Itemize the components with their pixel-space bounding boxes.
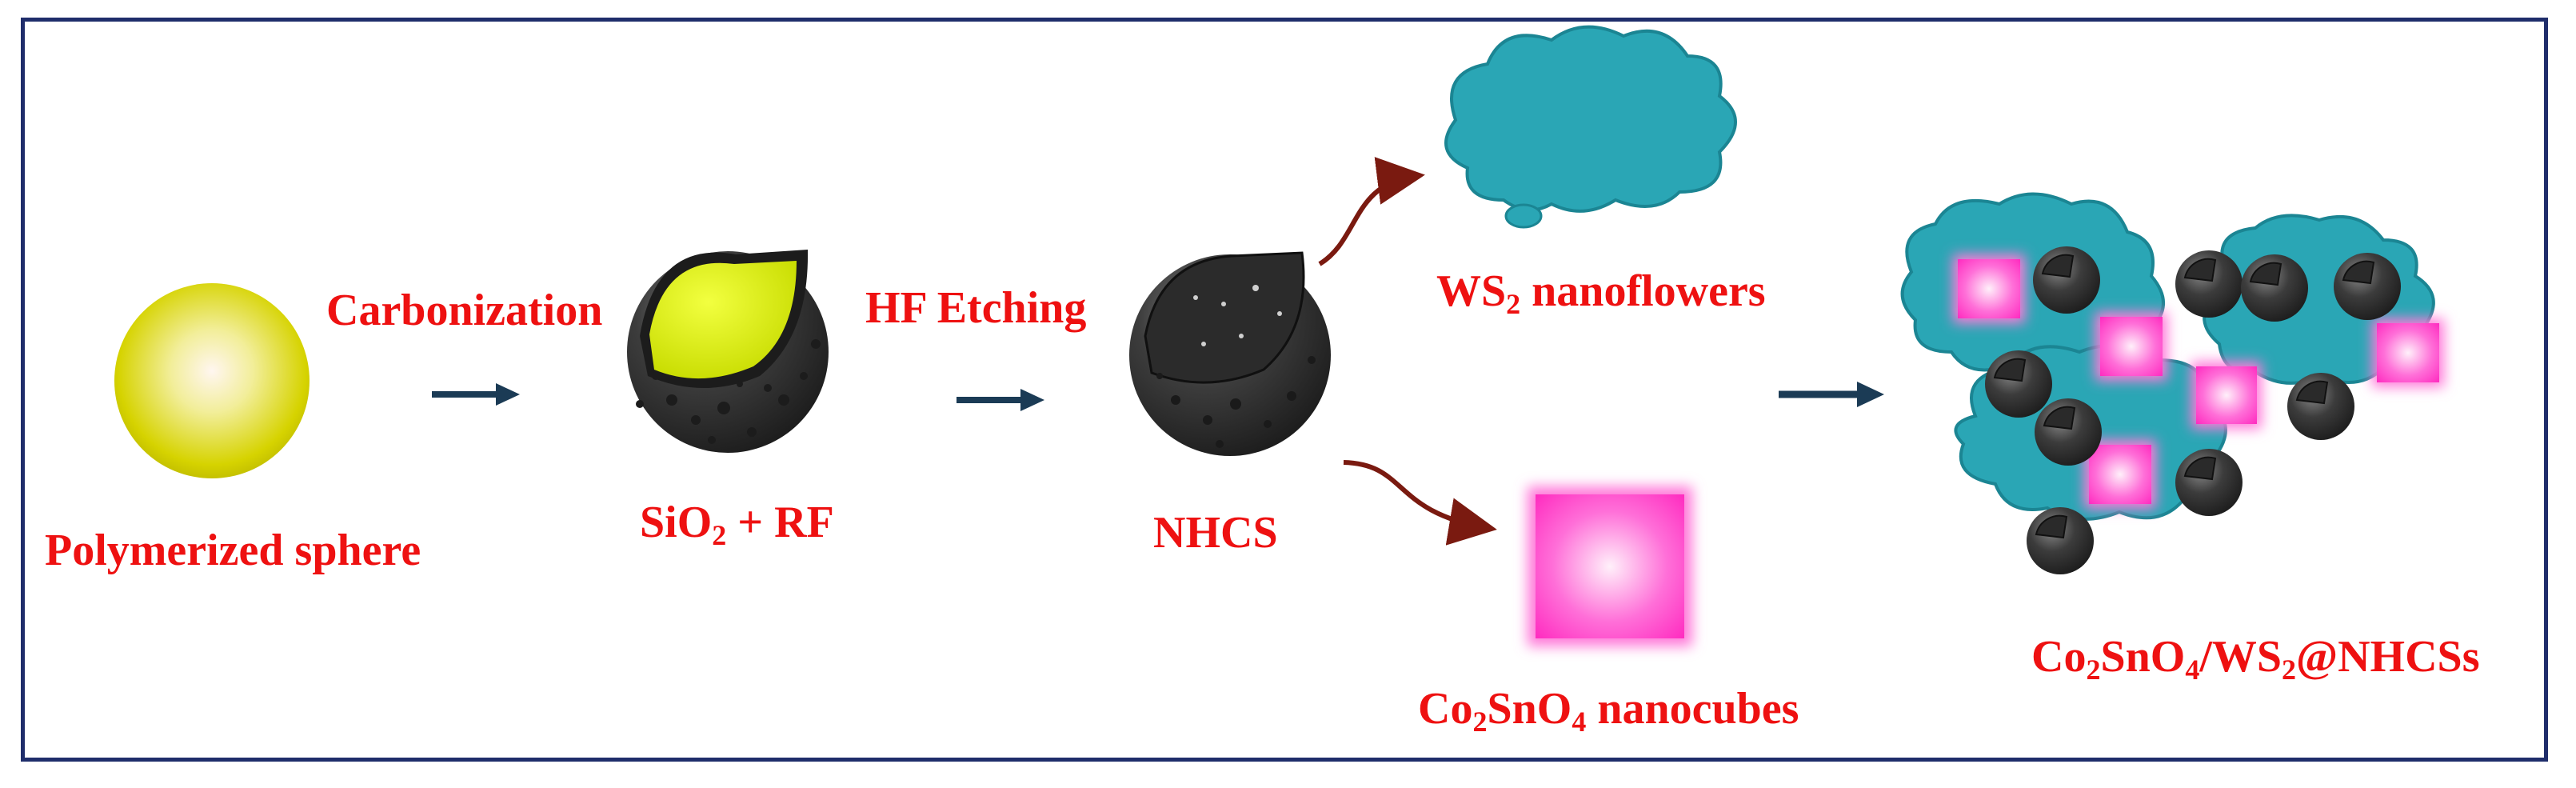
label-co2sno4-nanocubes: Co2SnO4 nanocubes <box>1418 684 1799 738</box>
label-hf-etching: HF Etching <box>865 283 1087 333</box>
arrow-1-icon <box>432 383 520 406</box>
sio2-rf-sphere-icon <box>627 250 829 453</box>
arrow-3-icon <box>1779 382 1884 407</box>
polymer-sphere-icon <box>114 283 310 478</box>
label-nhcs: NHCS <box>1153 508 1278 558</box>
cube-1 <box>1953 254 2025 323</box>
co2sno4-nanocube-icon <box>1528 486 1692 646</box>
curve-arrow-down-icon <box>1343 460 1497 546</box>
arrow-2-icon <box>957 389 1044 411</box>
cube-5 <box>2372 318 2444 387</box>
label-polymerized-sphere: Polymerized sphere <box>45 526 421 575</box>
cube-2 <box>2095 312 2167 381</box>
label-ws2-nanoflowers: WS2 nanoflowers <box>1436 266 1766 320</box>
cube-4 <box>2084 440 2156 509</box>
curve-arrow-up-icon <box>1318 157 1425 266</box>
cube-3 <box>2191 362 2262 429</box>
ws2-nanoflower-cloud-icon <box>1444 25 1737 229</box>
nhcs-sphere-icon <box>1129 251 1331 456</box>
label-sio2-rf: SiO2 + RF <box>640 498 834 551</box>
label-carbonization: Carbonization <box>326 286 603 335</box>
label-composite: Co2SnO4/WS2@NHCSs <box>2031 632 2480 686</box>
composite-cluster-icon <box>1900 192 2444 575</box>
